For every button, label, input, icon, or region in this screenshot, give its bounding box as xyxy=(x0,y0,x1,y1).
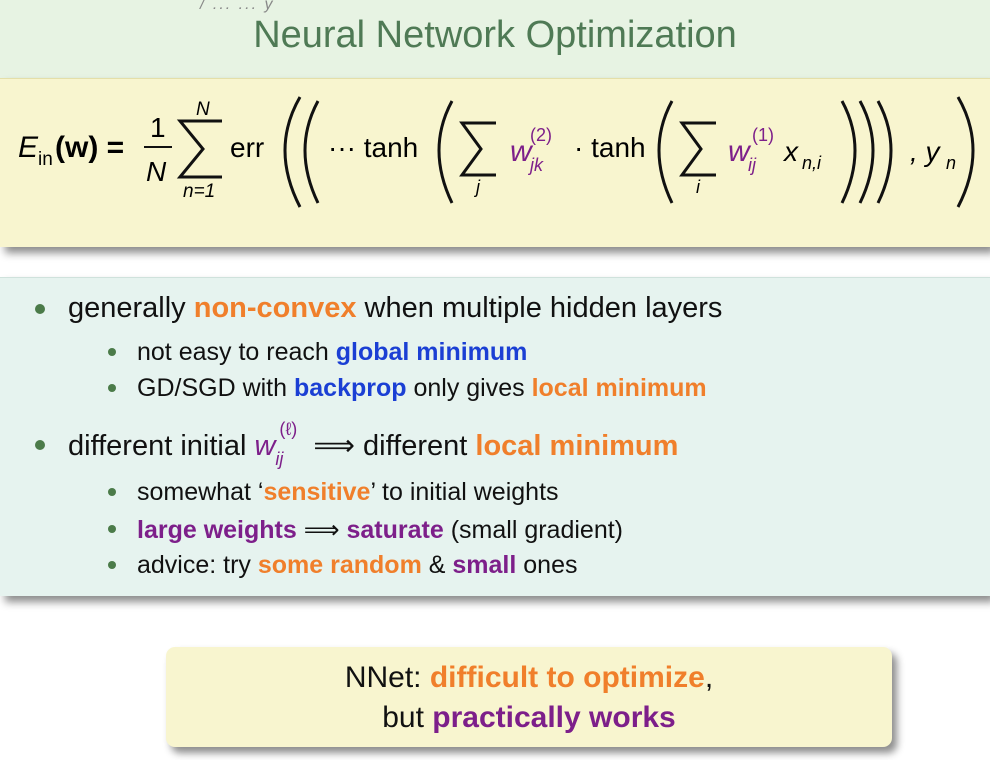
bullet-sensitive: somewhat ‘sensitive’ to initial weights xyxy=(108,478,559,507)
highlight-backprop: backprop xyxy=(293,374,407,402)
paren-open-3 xyxy=(437,100,454,204)
y-var: , y xyxy=(910,136,942,167)
paren-close-4 xyxy=(840,100,857,204)
slide-title: Neural Network Optimization xyxy=(253,14,737,56)
implies-arrow-2: ⟹ xyxy=(296,516,347,544)
implies-arrow: ⟹ xyxy=(313,430,355,462)
dot-tanh: · tanh xyxy=(574,132,646,163)
highlight-local-minimum-2: local minimum xyxy=(475,430,679,462)
bullet-saturate: large weights ⟹ saturate (small gradient… xyxy=(108,515,623,545)
sum-j-index: j xyxy=(473,177,481,197)
sub-bullet-dot xyxy=(108,561,116,569)
sum-lower-limit: n=1 xyxy=(183,181,215,202)
summary-line-2: but practically works xyxy=(382,701,676,734)
sub-bullet-dot xyxy=(108,348,116,356)
summary-box: NNet: difficult to optimize, but practic… xyxy=(166,647,892,747)
err-label: err xyxy=(230,132,264,163)
formula-E: E xyxy=(18,131,39,164)
sub-bullet-dot xyxy=(108,525,116,533)
highlight-saturate: saturate xyxy=(346,516,444,544)
bullet-dot xyxy=(35,304,45,314)
fraction-denominator: N xyxy=(146,156,167,187)
paren-open-2 xyxy=(303,100,320,204)
sum-i-sign xyxy=(679,121,716,177)
highlight-small: small xyxy=(452,551,517,579)
header-fragment: / ... ... y xyxy=(200,0,275,13)
w-ell-sup: (ℓ) xyxy=(279,419,298,439)
bullet-dot xyxy=(35,440,45,450)
formula-lhs-rest: (w) = xyxy=(55,131,124,164)
highlight-global-minimum: global minimum xyxy=(335,338,528,366)
y-sub: n xyxy=(946,153,956,173)
highlight-local-minimum: local minimum xyxy=(531,374,707,402)
x-sub: n,i xyxy=(802,153,822,173)
bullet-box: generally non-convex when multiple hidde… xyxy=(0,277,990,596)
bullet-advice: advice: try some random & small ones xyxy=(108,551,578,580)
w-jk-sup: (2) xyxy=(530,125,552,145)
highlight-practically-works: practically works xyxy=(432,701,676,734)
x-var: x xyxy=(782,136,799,167)
highlight-difficult: difficult to optimize xyxy=(429,661,705,694)
formula-E-sub: in xyxy=(38,149,53,170)
w-ell-sub: ij xyxy=(275,449,284,469)
dots-tanh: ··· tanh xyxy=(328,132,418,163)
highlight-sensitive: sensitive xyxy=(263,478,371,506)
summary-line-1: NNet: difficult to optimize, xyxy=(344,661,714,694)
paren-close-1 xyxy=(956,96,975,208)
highlight-some-random: some random xyxy=(257,551,422,579)
bullet-nonconvex: generally non-convex when multiple hidde… xyxy=(35,292,722,325)
w-ij-sub: ij xyxy=(748,155,757,175)
bullet-backprop: GD/SGD with backprop only gives local mi… xyxy=(108,374,707,403)
sum-sign xyxy=(176,119,222,179)
w-ij: w xyxy=(728,135,752,168)
fraction-numerator: 1 xyxy=(150,112,166,143)
sum-upper-limit: N xyxy=(196,99,210,120)
paren-open-4 xyxy=(657,100,674,204)
w-ij-sup: (1) xyxy=(752,125,774,145)
w-jk-sub: jk xyxy=(527,155,544,175)
w-ell: w xyxy=(254,430,276,462)
highlight-large-weights: large weights xyxy=(137,516,297,544)
w-jk: w xyxy=(510,135,534,168)
formula-svg: E in (w) = 1 N N n=1 err ··· tanh j w jk… xyxy=(18,96,975,208)
sum-i-index: i xyxy=(696,177,701,197)
bullet-global-minimum: not easy to reach global minimum xyxy=(108,338,528,367)
paren-open-1 xyxy=(283,96,302,208)
highlight-non-convex: non-convex xyxy=(193,292,357,324)
sub-bullet-dot xyxy=(108,384,116,392)
sub-bullet-dot xyxy=(108,488,116,496)
sum-j-sign xyxy=(459,121,496,177)
formula-box: E in (w) = 1 N N n=1 err ··· tanh j w jk… xyxy=(0,78,990,247)
title-band xyxy=(0,0,990,78)
paren-close-3 xyxy=(858,100,875,204)
paren-close-2 xyxy=(876,100,893,204)
